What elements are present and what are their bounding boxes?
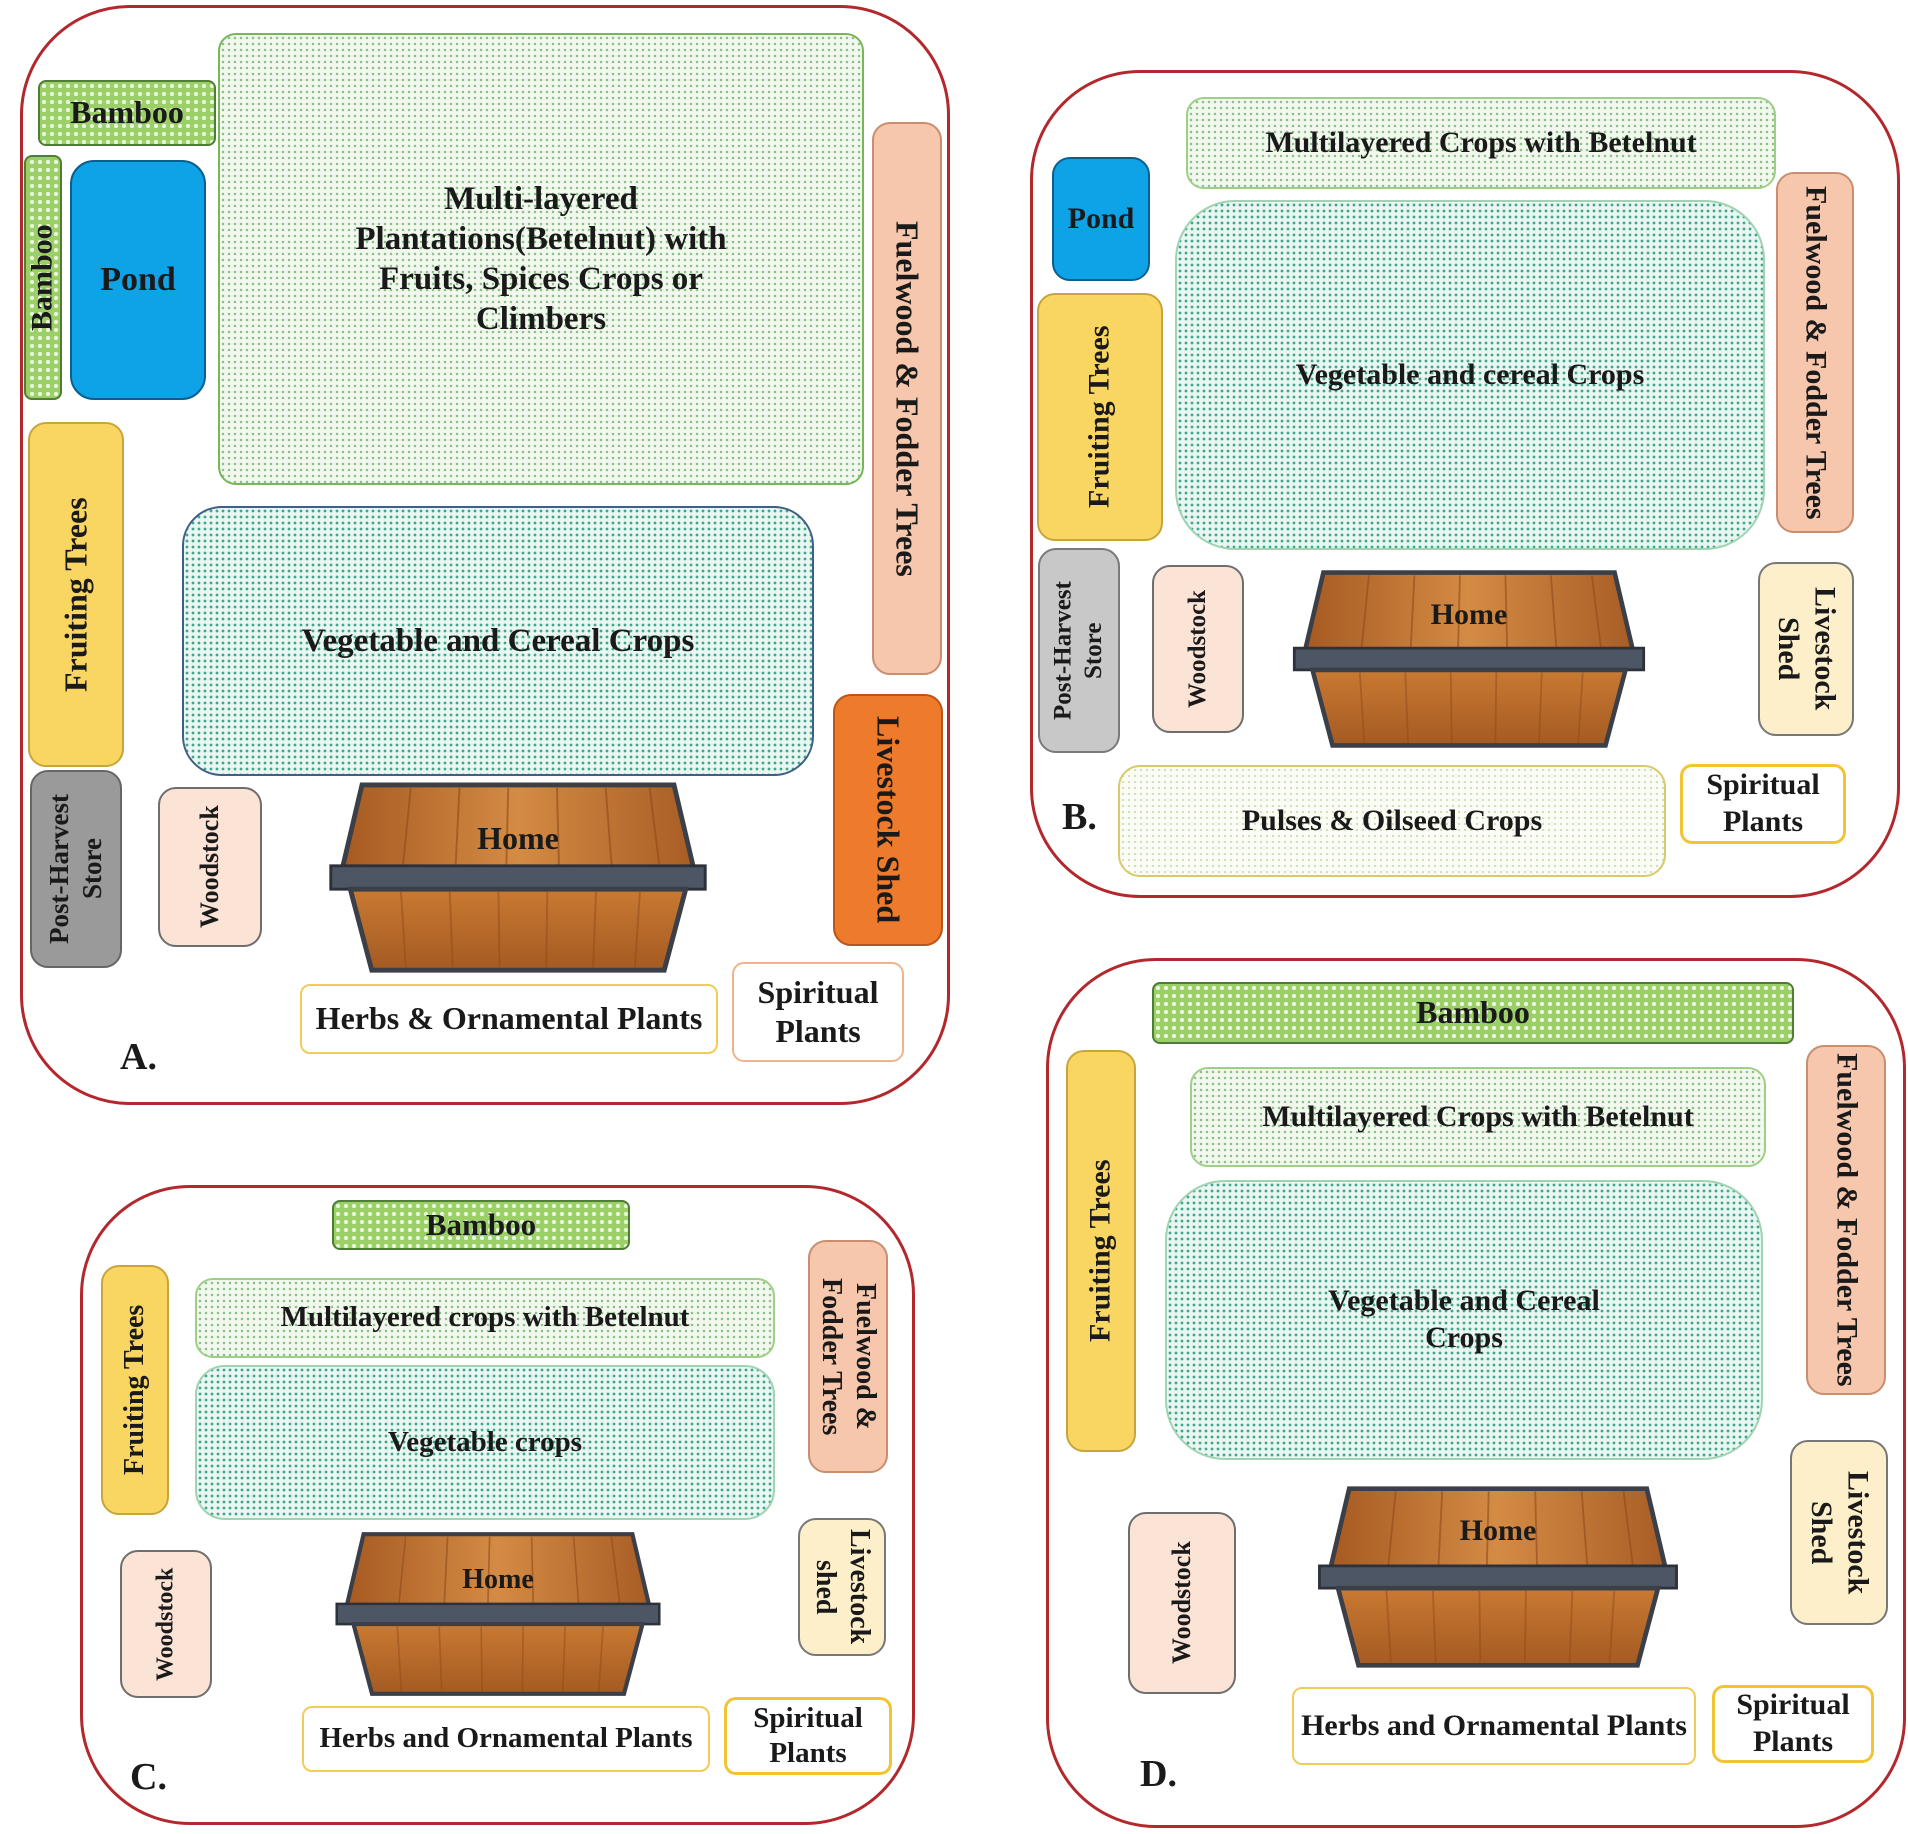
d-fuelwood-fodder: Fuelwood & Fodder Trees — [1806, 1045, 1886, 1395]
b-spiritual-plants: Spiritual Plants — [1680, 764, 1846, 844]
b-fruiting-trees: Fruiting Trees — [1037, 293, 1163, 541]
panel-a — [20, 5, 950, 1105]
d-multilayer-betelnut: Multilayered Crops with Betelnut — [1190, 1067, 1766, 1167]
c-multilayer-betelnut: Multilayered crops with Betelnut — [195, 1278, 775, 1358]
d-vegetable-cereal: Vegetable and Cereal Crops — [1165, 1180, 1763, 1460]
d-fruiting-trees: Fruiting Trees — [1066, 1050, 1136, 1452]
a-herbs-ornamental: Herbs & Ornamental Plants — [300, 984, 718, 1054]
a-spiritual-plants: Spiritual Plants — [732, 962, 904, 1062]
b-home: Home — [1285, 568, 1653, 750]
c-livestock-shed: Livestock shed — [798, 1518, 886, 1656]
b-pulses-oilseed: Pulses & Oilseed Crops — [1118, 765, 1666, 877]
a-panel-label: A. — [120, 1036, 157, 1078]
a-multilayer-plantation: Multi-layered Plantations(Betelnut) with… — [218, 33, 864, 485]
a-livestock-shed: Livestock Shed — [833, 694, 943, 946]
b-panel-label: B. — [1062, 796, 1097, 838]
c-vegetable-crops: Vegetable crops — [195, 1365, 775, 1520]
a-pond: Pond — [70, 160, 206, 400]
c-fuelwood-fodder: Fuelwood & Fodder Trees — [808, 1240, 888, 1473]
d-bamboo: Bamboo — [1152, 982, 1794, 1044]
c-woodstock: Woodstock — [120, 1550, 212, 1698]
a-vegetable-cereal: Vegetable and Cereal Crops — [182, 506, 814, 776]
c-panel-label: C. — [130, 1756, 167, 1798]
a-fruiting-trees: Fruiting Trees — [28, 422, 124, 767]
b-multilayer-betelnut: Multilayered Crops with Betelnut — [1186, 97, 1776, 189]
a-post-harvest-store: Post-Harvest Store — [30, 770, 122, 968]
b-vegetable-cereal: Vegetable and cereal Crops — [1175, 200, 1765, 550]
d-home: Home — [1312, 1480, 1684, 1674]
a-fuelwood-fodder: Fuelwood & Fodder Trees — [872, 122, 942, 675]
b-home-label: Home — [1430, 598, 1508, 631]
c-herbs-ornamental: Herbs and Ornamental Plants — [302, 1706, 710, 1772]
panel-c — [80, 1185, 915, 1825]
a-home-illustration — [310, 780, 726, 975]
a-home-label: Home — [477, 820, 559, 856]
b-fuelwood-fodder: Fuelwood & Fodder Trees — [1776, 172, 1854, 533]
b-home-illustration — [1285, 568, 1653, 750]
d-panel-label: D. — [1140, 1753, 1177, 1795]
a-bamboo-side: Bamboo — [24, 155, 62, 400]
d-home-illustration — [1312, 1480, 1684, 1674]
c-home-label: Home — [462, 1564, 534, 1595]
a-woodstock: Woodstock — [158, 787, 262, 947]
c-spiritual-plants: Spiritual Plants — [724, 1697, 892, 1775]
d-herbs-ornamental: Herbs and Ornamental Plants — [1292, 1687, 1696, 1765]
panel-b — [1030, 70, 1900, 898]
d-woodstock: Woodstock — [1128, 1512, 1236, 1694]
b-woodstock: Woodstock — [1152, 565, 1244, 733]
c-home: Home — [318, 1530, 678, 1698]
d-home-label: Home — [1459, 1514, 1537, 1547]
b-livestock-shed: Livestock Shed — [1758, 562, 1854, 736]
a-home: Home — [310, 780, 726, 975]
b-post-harvest-store: Post-Harvest Store — [1038, 548, 1120, 753]
c-bamboo: Bamboo — [332, 1200, 630, 1250]
d-livestock-shed: Livestock Shed — [1790, 1440, 1888, 1625]
b-pond: Pond — [1052, 157, 1150, 281]
d-spiritual-plants: Spiritual Plants — [1712, 1685, 1874, 1763]
c-fruiting-trees: Fruiting Trees — [101, 1265, 169, 1515]
a-bamboo-top: Bamboo — [38, 80, 216, 146]
c-home-illustration — [318, 1530, 678, 1698]
panel-d — [1046, 958, 1906, 1828]
